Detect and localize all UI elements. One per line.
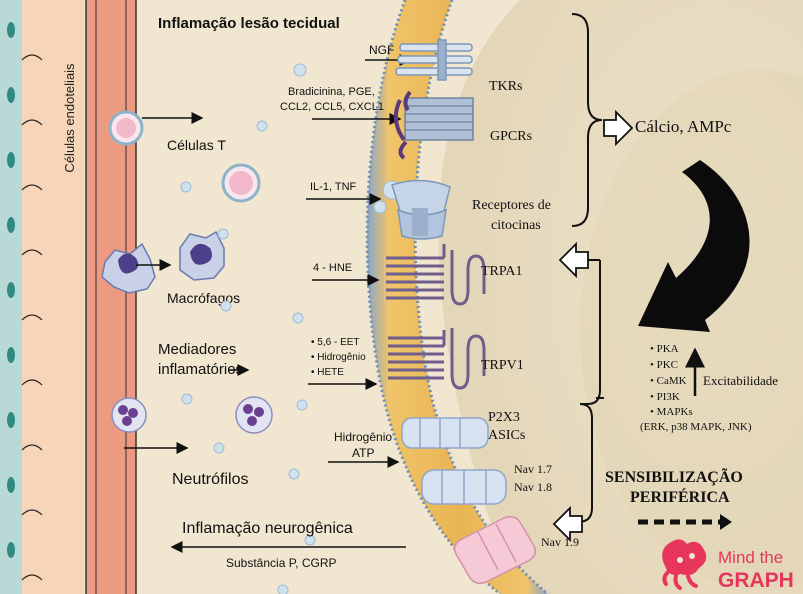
asics-label: ASICs: [488, 428, 525, 443]
cytokine-receptor-label-line1: Receptores de: [472, 198, 551, 213]
endothelial-label: Células endoteliais: [62, 63, 77, 173]
p2x3-label: P2X3: [488, 410, 520, 425]
kinase-pka: • PKA: [650, 343, 679, 355]
atp-label: ATP: [352, 446, 374, 460]
il1-tnf-label: IL-1, TNF: [310, 181, 357, 193]
kinase-pkc: • PKC: [650, 359, 678, 371]
kinase-camk: • CaMK: [650, 375, 687, 387]
hydrogen2-label: Hidrogênio: [334, 430, 392, 444]
p2x3-asic-channel: [402, 418, 488, 448]
nav17-label: Nav 1.7: [514, 462, 552, 476]
neutrophils-label: Neutrófilos: [172, 471, 248, 488]
neurogenic-label: Inflamação neurogênica: [182, 520, 353, 537]
blood-vessel: [86, 0, 136, 594]
neutrophil-1: [112, 398, 146, 432]
cytokine-receptor-label-line2: citocinas: [491, 218, 541, 233]
kinases-sub: (ERK, p38 MAPK, JNK): [640, 421, 752, 433]
kinase-pi3k: • PI3K: [650, 391, 680, 403]
logo-text-line1: Mind the: [718, 548, 783, 567]
nav17-nav18-channel: [422, 470, 506, 504]
nav19-label: Nav 1.9: [541, 535, 579, 549]
second-messengers-label: Cálcio, AMPc: [635, 117, 732, 136]
mediators-label-line1: Mediadores: [158, 341, 236, 358]
cytokine-receptor: [392, 180, 450, 239]
macrophage-2: [180, 232, 224, 280]
hydrogen-label: • Hidrogênio: [311, 352, 366, 363]
sensitization-line1: SENSIBILIZAÇÃO: [605, 467, 743, 486]
gpcrs-label: GPCRs: [490, 129, 532, 144]
tkr-receptor: [396, 40, 472, 80]
bradykinin-label-line1: Bradicinina, PGE,: [288, 86, 375, 98]
excitability-label: Excitabilidade: [703, 373, 778, 388]
hete-label: • HETE: [311, 367, 344, 378]
t-cell-2: [223, 165, 259, 201]
bradykinin-label-line2: CCL2, CCL5, CXCL1: [280, 101, 384, 113]
logo-text-line2: GRAPH: [718, 569, 794, 592]
tkrs-label: TKRs: [489, 79, 522, 94]
t-cells-label: Células T: [167, 137, 226, 153]
neutrophil-2: [236, 397, 272, 433]
neuro-mediators-label: Substância P, CGRP: [226, 556, 337, 570]
ngf-label: NGF: [369, 43, 394, 57]
nav18-label: Nav 1.8: [514, 480, 552, 494]
sensitization-line2: PERIFÉRICA: [630, 487, 730, 506]
title: Inflamação lesão tecidual: [158, 15, 340, 32]
kinase-mapks: • MAPKs: [650, 406, 693, 418]
t-cell-1: [110, 112, 142, 144]
trpa1-label: TRPA1: [481, 264, 523, 279]
hne-label: 4 - HNE: [313, 262, 352, 274]
trpv1-label: TRPV1: [481, 358, 524, 373]
eet-label: • 5,6 - EET: [311, 337, 360, 348]
